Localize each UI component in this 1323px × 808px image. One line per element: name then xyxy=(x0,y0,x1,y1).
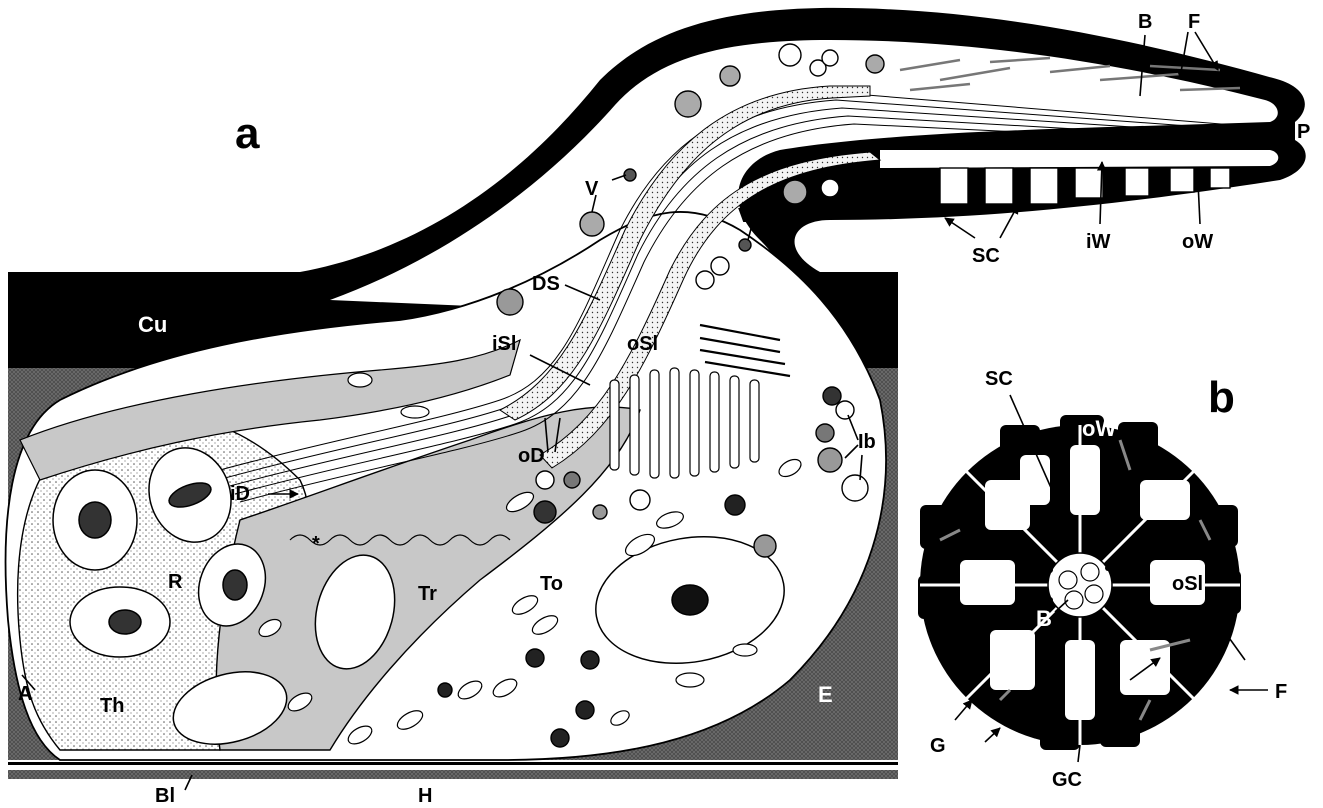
panel-label-b: b xyxy=(1208,373,1235,422)
label-SC-a: SC xyxy=(972,245,1000,267)
label-V-upper: V xyxy=(585,178,599,200)
label-oSl-a: oSl xyxy=(627,333,658,355)
basal-lamina xyxy=(8,762,898,765)
label-GC: GC xyxy=(1052,769,1082,791)
label-iD: iD xyxy=(230,483,250,505)
label-iW: iW xyxy=(1086,231,1111,253)
label-Ib: Ib xyxy=(858,431,876,453)
label-iSl: iSl xyxy=(492,333,516,355)
label-G: G xyxy=(930,735,946,757)
label-E: E xyxy=(818,682,833,707)
label-F-b-inner: F xyxy=(1108,671,1120,693)
label-B-b: B xyxy=(1036,606,1052,631)
hemolymph-strip xyxy=(8,770,898,779)
label-Th: Th xyxy=(100,695,124,717)
label-DS: DS xyxy=(532,273,560,295)
label-H: H xyxy=(418,785,432,807)
label-Tr: Tr xyxy=(418,583,437,605)
label-P: P xyxy=(1297,121,1310,143)
label-F-a: F xyxy=(1188,11,1200,33)
label-asterisk: * xyxy=(312,533,320,555)
label-Bl: Bl xyxy=(155,785,175,807)
outer-wall-lower xyxy=(880,150,1278,168)
label-F-b-outer: F xyxy=(1275,681,1287,703)
panel-label-a: a xyxy=(235,109,260,158)
label-R: R xyxy=(168,571,183,593)
label-oSl-b: oSl xyxy=(1172,573,1203,595)
label-SC-b: SC xyxy=(985,368,1013,390)
label-V-lower: V xyxy=(738,205,752,227)
label-A: A xyxy=(18,683,32,705)
label-To: To xyxy=(540,573,563,595)
label-oW-a: oW xyxy=(1182,231,1213,253)
label-oD: oD xyxy=(518,445,545,467)
label-oW-b: oW xyxy=(1082,416,1116,441)
label-B-a: B xyxy=(1138,11,1152,33)
label-Cu: Cu xyxy=(138,312,167,337)
